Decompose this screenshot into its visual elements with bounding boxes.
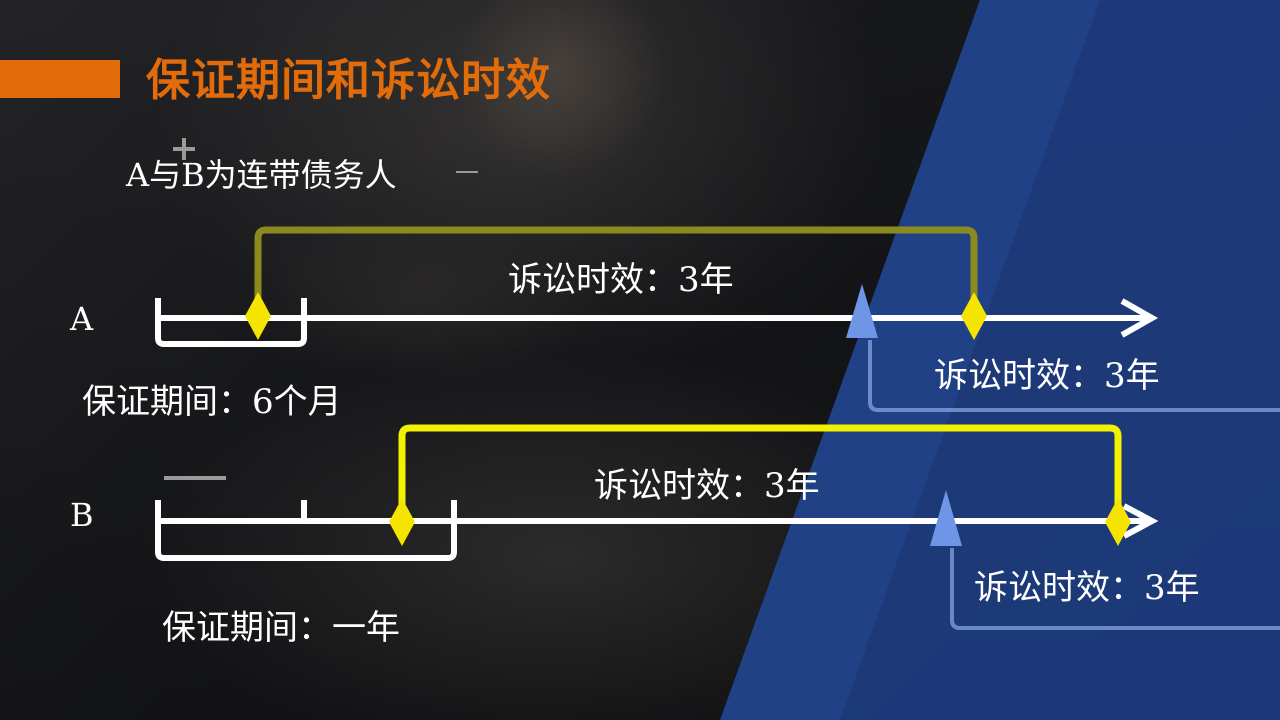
row-b-start-diamond: [389, 498, 415, 546]
row-b-limitation-bottom-label: 诉讼时效：3年: [974, 568, 1200, 608]
page-title: 保证期间和诉讼时效: [146, 55, 551, 106]
row-a-guarantee-bracket: [155, 298, 307, 347]
row-a-limitation-top-label: 诉讼时效：3年: [508, 260, 734, 300]
row-a-triangle-marker: [846, 284, 878, 338]
row-a-start-diamond: [245, 292, 271, 340]
row-b-timeline-arrow: [156, 503, 1159, 539]
row-b-bottom-bracket: [950, 548, 1280, 630]
row-a-bottom-bracket: [868, 340, 1280, 412]
row-a-guarantee-label: 保证期间：6个月: [82, 382, 342, 422]
subtitle: A与B为连带债务人: [126, 156, 397, 194]
row-b-limitation-top-label: 诉讼时效：3年: [594, 466, 820, 506]
row-a-end-diamond: [961, 292, 987, 340]
plus-icon: [173, 138, 195, 160]
row-b-end-diamond: [1105, 498, 1131, 546]
row-b-guarantee-bracket: [155, 500, 457, 561]
row-b-guarantee-label: 保证期间：一年: [162, 608, 400, 648]
title-accent-bar: [0, 60, 120, 98]
row-b-label: B: [70, 496, 94, 534]
row-a-limitation-bottom-label: 诉讼时效：3年: [934, 356, 1160, 396]
row-a-limitation-bracket: [254, 226, 978, 316]
row-b-triangle-marker: [930, 490, 962, 546]
row-b-limitation-bracket: [398, 424, 1122, 516]
row-a-label: A: [70, 300, 94, 338]
